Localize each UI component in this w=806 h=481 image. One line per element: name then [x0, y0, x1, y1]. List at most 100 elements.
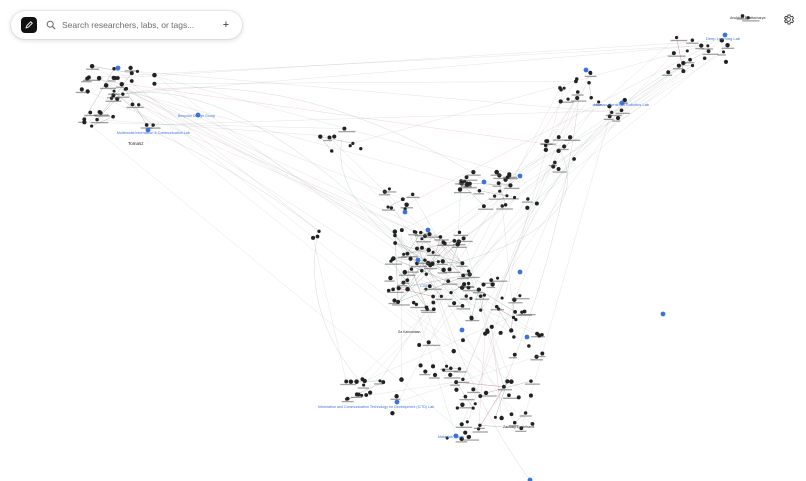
researcher-node[interactable]	[723, 59, 729, 64]
researcher-node[interactable]	[414, 302, 419, 307]
settings-button[interactable]	[781, 12, 795, 26]
researcher-node[interactable]	[463, 394, 468, 399]
label-sa-kannan[interactable]: Sa Kannanaan	[398, 330, 421, 334]
researcher-node[interactable]	[509, 328, 514, 333]
researcher-node[interactable]	[399, 377, 404, 382]
researcher-node[interactable]	[394, 394, 399, 399]
researcher-node[interactable]	[82, 120, 87, 125]
researcher-node[interactable]	[562, 144, 567, 149]
lab-node[interactable]	[425, 227, 431, 233]
researcher-node[interactable]	[438, 235, 443, 239]
researcher-node[interactable]	[460, 402, 465, 407]
researcher-node[interactable]	[543, 147, 549, 152]
lab-node[interactable]	[524, 334, 530, 340]
researcher-node[interactable]	[427, 284, 432, 289]
researcher-node[interactable]	[473, 402, 477, 406]
researcher-node[interactable]	[404, 202, 409, 207]
researcher-node[interactable]	[461, 377, 465, 382]
lab-node[interactable]	[415, 257, 421, 263]
researcher-node[interactable]	[431, 300, 436, 305]
researcher-node[interactable]	[490, 282, 495, 287]
lab-node[interactable]	[517, 269, 523, 275]
pen-logo-icon[interactable]	[21, 17, 37, 33]
researcher-node[interactable]	[436, 260, 440, 264]
researcher-node[interactable]	[461, 273, 465, 278]
researcher-node[interactable]	[152, 81, 157, 86]
researcher-node[interactable]	[489, 324, 494, 329]
researcher-node[interactable]	[419, 230, 423, 235]
researcher-node[interactable]	[354, 392, 359, 397]
researcher-node[interactable]	[151, 123, 155, 127]
researcher-node[interactable]	[386, 205, 390, 209]
researcher-node[interactable]	[442, 368, 446, 372]
researcher-node[interactable]	[528, 393, 533, 398]
researcher-node[interactable]	[390, 410, 395, 416]
researcher-node[interactable]	[405, 286, 410, 292]
researcher-node[interactable]	[478, 394, 483, 399]
researcher-node[interactable]	[685, 49, 689, 53]
researcher-node[interactable]	[387, 187, 391, 191]
researcher-node[interactable]	[401, 280, 406, 285]
researcher-node[interactable]	[449, 366, 453, 370]
researcher-node[interactable]	[481, 282, 486, 287]
researcher-node[interactable]	[359, 146, 363, 151]
researcher-node[interactable]	[471, 406, 475, 410]
researcher-node[interactable]	[503, 203, 508, 207]
researcher-node[interactable]	[111, 114, 115, 119]
researcher-node[interactable]	[144, 123, 149, 127]
lab-node[interactable]	[453, 433, 459, 439]
researcher-node[interactable]	[523, 411, 528, 415]
researcher-node[interactable]	[527, 344, 531, 348]
researcher-node[interactable]	[135, 69, 140, 74]
researcher-node[interactable]	[719, 38, 725, 43]
researcher-node[interactable]	[676, 63, 681, 68]
researcher-node[interactable]	[393, 241, 398, 245]
researcher-node[interactable]	[423, 369, 428, 374]
researcher-node[interactable]	[543, 143, 548, 148]
researcher-node[interactable]	[417, 343, 422, 347]
lab-node[interactable]	[481, 179, 487, 185]
researcher-node[interactable]	[540, 351, 545, 356]
researcher-node[interactable]	[405, 251, 410, 256]
researcher-node[interactable]	[478, 294, 483, 298]
researcher-node[interactable]	[690, 38, 695, 42]
researcher-node[interactable]	[567, 135, 573, 140]
researcher-node[interactable]	[445, 364, 449, 368]
researcher-node[interactable]	[721, 50, 726, 54]
researcher-node[interactable]	[86, 75, 91, 80]
researcher-node[interactable]	[432, 372, 438, 378]
researcher-node[interactable]	[485, 328, 490, 333]
researcher-node[interactable]	[431, 294, 435, 299]
researcher-node[interactable]	[666, 70, 671, 75]
lab-node[interactable]	[517, 173, 523, 179]
researcher-node[interactable]	[476, 287, 482, 292]
researcher-node[interactable]	[391, 287, 395, 292]
researcher-node[interactable]	[587, 81, 591, 85]
label-hci-lab[interactable]: Human-Centered Robotics Lab	[594, 102, 650, 107]
researcher-node[interactable]	[597, 100, 601, 104]
researcher-node[interactable]	[392, 229, 398, 234]
lab-node[interactable]	[402, 209, 408, 215]
researcher-node[interactable]	[496, 181, 501, 186]
researcher-node[interactable]	[690, 63, 695, 68]
researcher-node[interactable]	[344, 379, 349, 384]
researcher-node[interactable]	[507, 393, 511, 398]
researcher-node[interactable]	[399, 228, 404, 233]
researcher-node[interactable]	[448, 372, 453, 378]
label-ai-fellowship[interactable]: Anubhav Bhattacharya	[730, 16, 765, 20]
researcher-node[interactable]	[446, 279, 451, 284]
researcher-node[interactable]	[345, 397, 349, 401]
lab-node[interactable]	[583, 67, 589, 73]
researcher-node[interactable]	[610, 110, 614, 115]
researcher-node[interactable]	[317, 229, 321, 233]
researcher-node[interactable]	[492, 194, 497, 198]
researcher-node[interactable]	[426, 247, 431, 253]
researcher-node[interactable]	[471, 387, 476, 392]
researcher-node[interactable]	[396, 299, 401, 305]
researcher-node[interactable]	[152, 72, 157, 78]
researcher-node[interactable]	[420, 245, 424, 250]
researcher-node[interactable]	[505, 379, 510, 384]
researcher-node[interactable]	[79, 87, 84, 92]
researcher-node[interactable]	[493, 415, 497, 419]
researcher-node[interactable]	[457, 187, 463, 192]
